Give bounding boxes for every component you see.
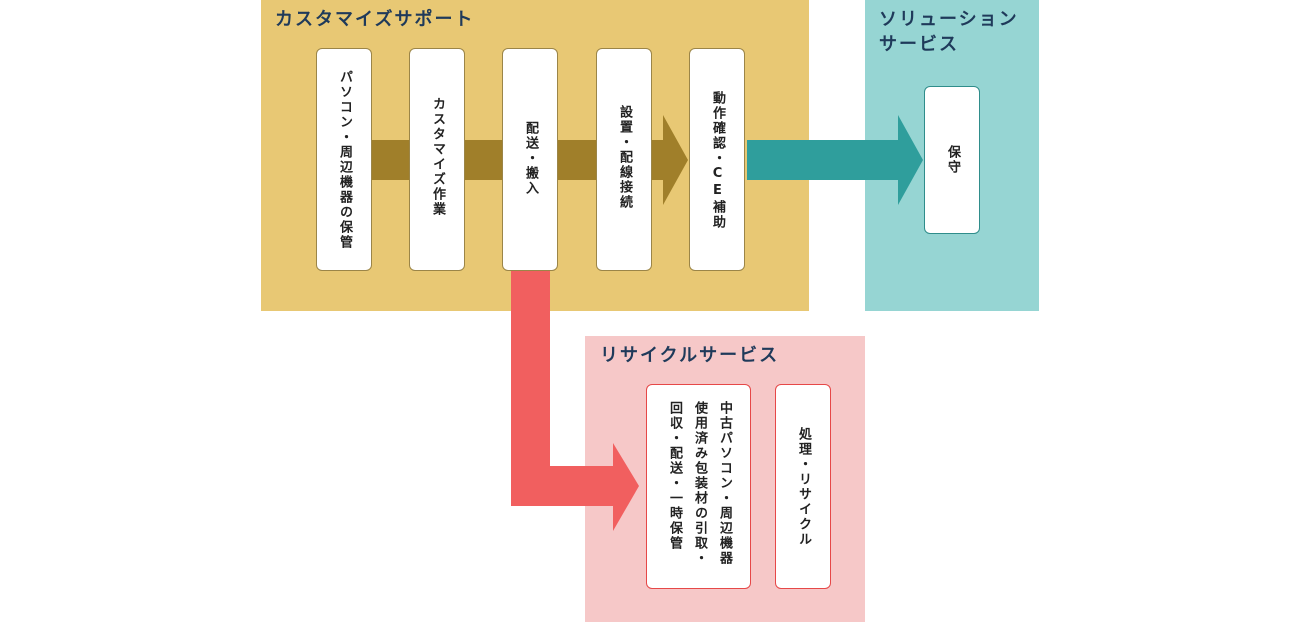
step-label-storage: パソコン・周辺機器の保管 <box>337 69 352 250</box>
recycle-line-3: 回収・配送・一時保管 <box>667 401 682 551</box>
recycle-box-processing: 処理・リサイクル <box>775 384 831 589</box>
solution-flow-arrow <box>747 115 923 205</box>
recycle-flow-arrow <box>511 270 639 531</box>
recycle-label-processing: 処理・リサイクル <box>796 426 811 547</box>
step-box-delivery: 配送・搬入 <box>502 48 558 271</box>
step-box-installation: 設置・配線接続 <box>596 48 652 271</box>
step-label-installation: 設置・配線接続 <box>617 105 632 210</box>
step-box-storage: パソコン・周辺機器の保管 <box>316 48 372 271</box>
customize-section-title: カスタマイズサポート <box>275 9 475 30</box>
solution-section-title-line2: サービス <box>879 34 959 55</box>
step-label-operation-check: 動作確認・CE補助 <box>710 91 725 230</box>
step-box-maintenance: 保守 <box>924 86 980 234</box>
recycle-box-collection: 中古パソコン・周辺機器 使用済み包装材の引取・ 回収・配送・一時保管 <box>646 384 751 589</box>
step-label-maintenance: 保守 <box>945 145 960 175</box>
step-box-customize-work: カスタマイズ作業 <box>409 48 465 271</box>
solution-section-title-line1: ソリューション <box>879 9 1019 30</box>
step-box-operation-check: 動作確認・CE補助 <box>689 48 745 271</box>
recycle-section-title: リサイクルサービス <box>600 345 780 366</box>
step-label-delivery: 配送・搬入 <box>523 121 538 196</box>
step-label-customize-work: カスタマイズ作業 <box>430 97 445 217</box>
recycle-line-1: 中古パソコン・周辺機器 <box>717 401 732 566</box>
recycle-line-2: 使用済み包装材の引取・ <box>692 401 707 566</box>
